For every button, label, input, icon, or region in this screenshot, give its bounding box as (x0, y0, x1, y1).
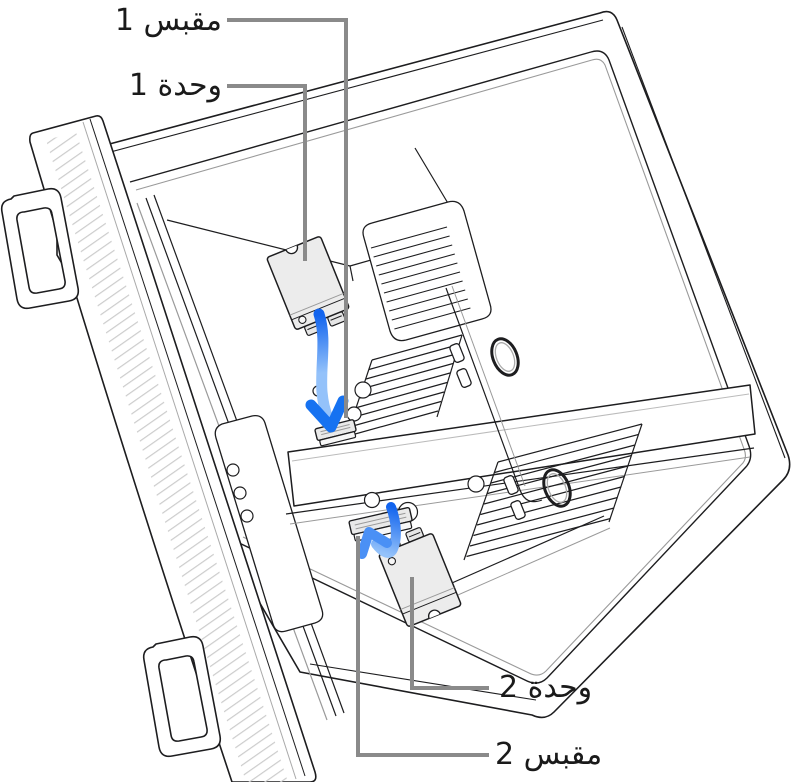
handle-top (0, 187, 80, 310)
label-socket-2: مقبس 2 (495, 737, 603, 772)
grille-slats (370, 226, 471, 330)
lower-board-edges (435, 515, 611, 603)
latch-oval-1 (490, 337, 520, 377)
install-arrow-1-icon (305, 308, 349, 433)
right-panel (445, 285, 572, 520)
module-1 (266, 236, 350, 336)
interior-frame-rails (136, 194, 345, 721)
ssd-cover-bar (285, 384, 756, 525)
front-panel (29, 115, 317, 782)
label-module-1: وحدة 1 (128, 68, 222, 103)
panel-clips (449, 343, 526, 520)
callout-line-module-2 (410, 577, 489, 690)
heatsink-1 (345, 334, 463, 439)
callout-line-socket-2 (356, 536, 489, 757)
callout-line-socket-1 (227, 18, 348, 418)
callout-line-module-1 (227, 84, 307, 261)
install-arrow-2-icon (357, 502, 401, 559)
label-socket-1: مقبس 1 (114, 3, 222, 38)
label-module-2: وحدة 2 (499, 670, 593, 705)
lattice-hatch-band (46, 132, 288, 782)
handle-bottom (142, 635, 222, 758)
latch-oval-2 (542, 468, 572, 508)
